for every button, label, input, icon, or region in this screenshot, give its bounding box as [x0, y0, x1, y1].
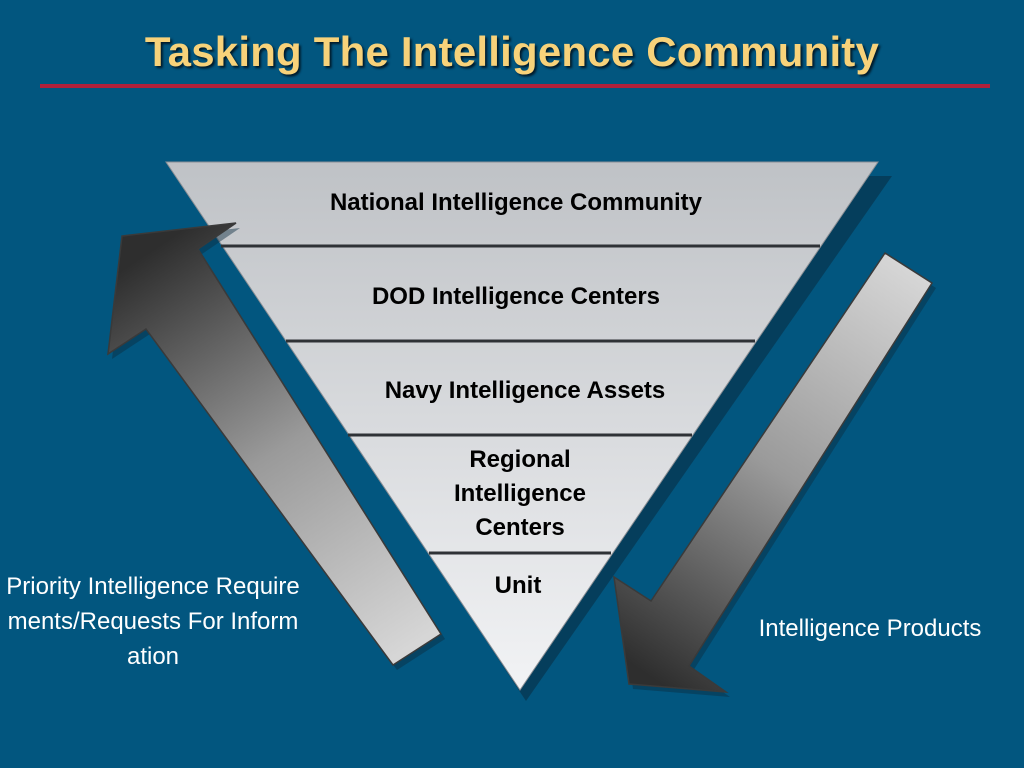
- slide-title: Tasking The Intelligence Community: [144, 28, 880, 75]
- pyramid-shape: [165, 161, 879, 691]
- left-arrow-label: Priority Intelligence Requirements/Reque…: [6, 573, 300, 670]
- title-divider: [40, 84, 990, 88]
- right-arrow-label: Intelligence Products: [758, 615, 982, 642]
- tier-dod: DOD Intelligence Centers: [371, 283, 661, 310]
- tier-regional: Regional Intelligence Centers: [453, 446, 587, 541]
- tier-navy: Navy Intelligence Assets: [384, 377, 666, 404]
- down-arrow-icon: [613, 251, 934, 693]
- tier-unit: Unit: [494, 572, 542, 599]
- up-arrow-icon: [107, 222, 443, 667]
- tier-national: National Intelligence Community: [329, 189, 703, 216]
